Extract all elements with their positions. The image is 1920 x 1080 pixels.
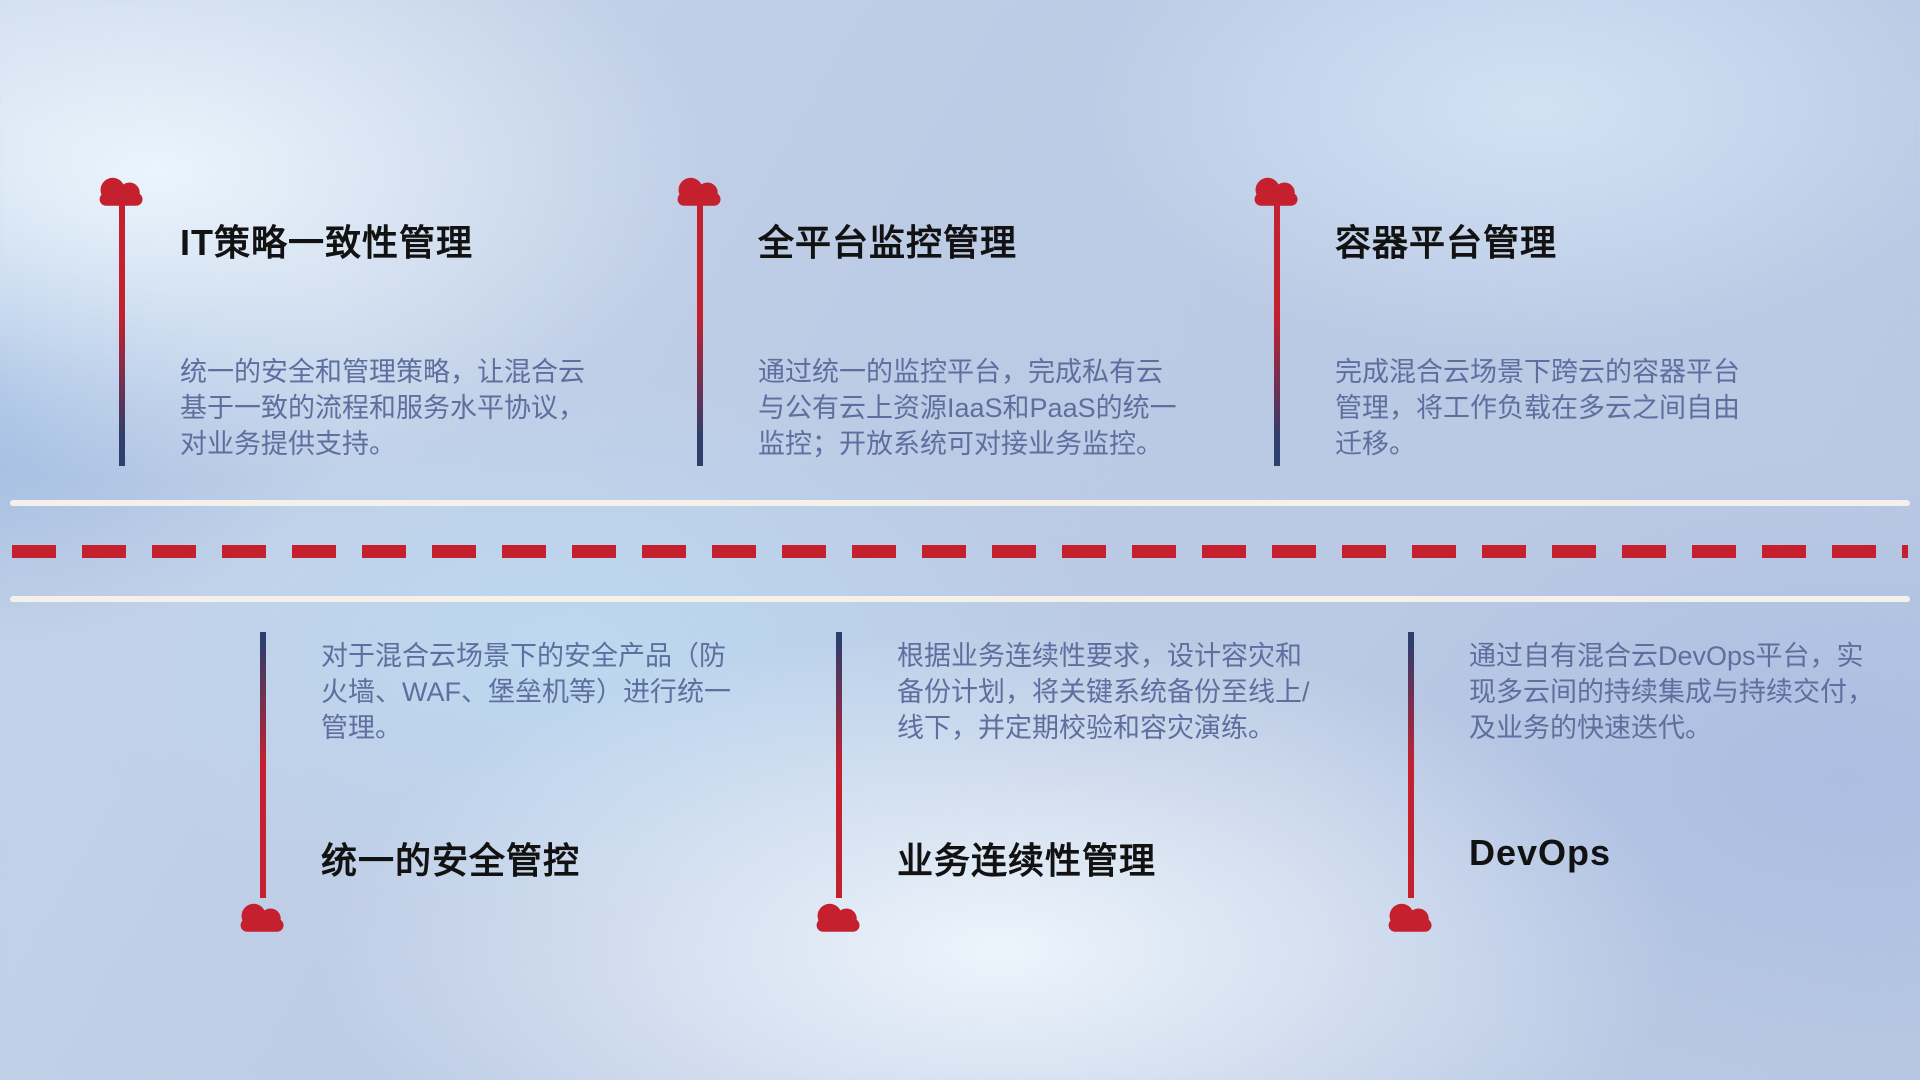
cloud-icon: [677, 177, 721, 206]
item-devops: 通过自有混合云DevOps平台，实现多云间的持续集成与持续交付，及业务的快速迭代…: [1383, 632, 1920, 942]
road-top-line: [10, 500, 1910, 506]
timeline-pin: [1274, 204, 1280, 466]
timeline-pin: [260, 632, 266, 898]
item-description: 根据业务连续性要求，设计容灾和备份计划，将关键系统备份至线上/线下，并定期校验和…: [897, 641, 1310, 743]
item-platform-monitoring: 全平台监控管理 通过统一的监控平台，完成私有云与公有云上资源IaaS和PaaS的…: [672, 170, 1212, 480]
item-title: IT策略一致性管理: [180, 222, 473, 263]
item-description: 通过自有混合云DevOps平台，实现多云间的持续集成与持续交付，及业务的快速迭代…: [1469, 641, 1874, 743]
cloud-icon: [816, 903, 860, 932]
item-description: 完成混合云场景下跨云的容器平台管理，将工作负载在多云之间自由迁移。: [1335, 357, 1740, 459]
item-it-policy-management: IT策略一致性管理 统一的安全和管理策略，让混合云基于一致的流程和服务水平协议，…: [94, 170, 634, 480]
item-description: 对于混合云场景下的安全产品（防火墙、WAF、堡垒机等）进行统一管理。: [321, 641, 731, 743]
timeline-pin: [119, 204, 125, 466]
timeline-pin: [836, 632, 842, 898]
cloud-icon: [1388, 903, 1432, 932]
road-bottom-line: [10, 596, 1910, 602]
item-title: 业务连续性管理: [897, 840, 1157, 881]
item-title: 全平台监控管理: [758, 222, 1018, 263]
timeline-pin: [697, 204, 703, 466]
road-dashed-line: [12, 545, 1908, 558]
item-description: 统一的安全和管理策略，让混合云基于一致的流程和服务水平协议，对业务提供支持。: [180, 357, 585, 459]
cloud-icon: [1254, 177, 1298, 206]
cloud-icon: [240, 903, 284, 932]
item-container-platform: 容器平台管理 完成混合云场景下跨云的容器平台管理，将工作负载在多云之间自由迁移。: [1249, 170, 1789, 480]
item-title: DevOps: [1469, 832, 1612, 873]
cloud-icon: [99, 177, 143, 206]
timeline-pin: [1408, 632, 1414, 898]
item-security-control: 对于混合云场景下的安全产品（防火墙、WAF、堡垒机等）进行统一管理。 统一的安全…: [235, 632, 775, 942]
item-description: 通过统一的监控平台，完成私有云与公有云上资源IaaS和PaaS的统一监控；开放系…: [758, 357, 1177, 459]
item-title: 统一的安全管控: [321, 840, 581, 881]
item-title: 容器平台管理: [1335, 222, 1558, 263]
item-business-continuity: 根据业务连续性要求，设计容灾和备份计划，将关键系统备份至线上/线下，并定期校验和…: [811, 632, 1351, 942]
